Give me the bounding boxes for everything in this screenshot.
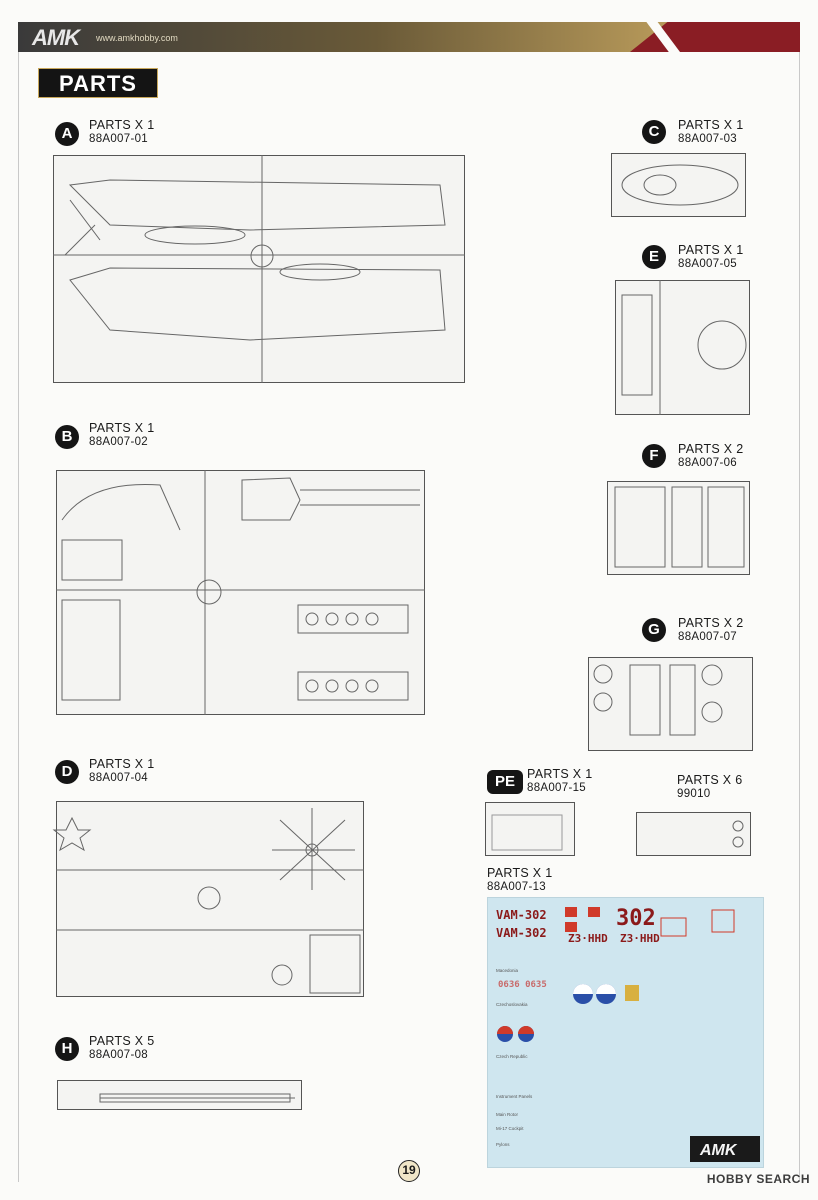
- sprue-a: [53, 155, 465, 383]
- part-badge-f: F: [642, 444, 666, 468]
- decal-reg-1: VAM-302: [496, 908, 547, 922]
- part-clear-code: 99010: [677, 788, 711, 800]
- part-f-qty: PARTS X 2: [678, 442, 744, 456]
- website-url: www.amkhobby.com: [96, 33, 178, 43]
- part-h-qty: PARTS X 5: [89, 1034, 155, 1048]
- part-badge-a: A: [55, 122, 79, 146]
- part-b-code: 88A007-02: [89, 436, 148, 448]
- decal-serials: 0636 0635: [498, 980, 547, 990]
- decal-label-czech: Czech Republic: [496, 1054, 528, 1059]
- part-f-code: 88A007-06: [678, 457, 737, 469]
- sprue-pe: [485, 802, 575, 856]
- sprue-h: [57, 1080, 302, 1110]
- part-c-code: 88A007-03: [678, 133, 737, 145]
- part-badge-h: H: [55, 1037, 79, 1061]
- watermark: HOBBY SEARCH: [706, 1172, 810, 1186]
- part-b-qty: PARTS X 1: [89, 421, 155, 435]
- decal-qty: PARTS X 1: [487, 866, 553, 880]
- part-h-code: 88A007-08: [89, 1049, 148, 1061]
- decal-code-1: Z3·HHD: [568, 932, 608, 945]
- part-e-code: 88A007-05: [678, 258, 737, 270]
- decal-label-panels: Instrument Panels: [496, 1094, 533, 1099]
- header-bar: [18, 22, 800, 52]
- page-number: 19: [398, 1160, 420, 1182]
- sprue-f: [607, 481, 750, 575]
- part-e-qty: PARTS X 1: [678, 243, 744, 257]
- decal-sheet: VAM-302 VAM-302 302 Z3·HHD Z3·HHD 0636 0…: [487, 897, 764, 1168]
- part-clear-qty: PARTS X 6: [677, 773, 743, 787]
- part-a-qty: PARTS X 1: [89, 118, 155, 132]
- part-pe-qty: PARTS X 1: [527, 767, 593, 781]
- section-title: PARTS: [38, 68, 158, 98]
- sprue-e: [615, 280, 750, 415]
- part-d-code: 88A007-04: [89, 772, 148, 784]
- sprue-g: [588, 657, 753, 751]
- part-pe-code: 88A007-15: [527, 782, 586, 794]
- page-frame: [18, 52, 800, 1182]
- decal-reg-2: VAM-302: [496, 926, 547, 940]
- decal-label-rotor: Main Rotor: [496, 1112, 519, 1117]
- part-g-qty: PARTS X 2: [678, 616, 744, 630]
- decal-code: 88A007-13: [487, 881, 546, 893]
- part-d-qty: PARTS X 1: [89, 757, 155, 771]
- sprue-clear: [636, 812, 751, 856]
- part-badge-c: C: [642, 120, 666, 144]
- sprue-d: [56, 801, 364, 997]
- part-badge-g: G: [642, 618, 666, 642]
- decal-label-czechoslovakia: Czechoslovakia: [496, 1002, 528, 1007]
- part-badge-pe: PE: [487, 770, 523, 794]
- decal-code-2: Z3·HHD: [620, 932, 660, 945]
- part-g-code: 88A007-07: [678, 631, 737, 643]
- decal-label-cockpit: Mi-17 Cockpit: [496, 1126, 524, 1131]
- part-c-qty: PARTS X 1: [678, 118, 744, 132]
- decal-label-macedonia: Macedonia: [496, 968, 519, 973]
- brand-logo: AMK: [32, 25, 80, 50]
- part-badge-b: B: [55, 425, 79, 449]
- part-badge-e: E: [642, 245, 666, 269]
- part-a-code: 88A007-01: [89, 133, 148, 145]
- sprue-b: [56, 470, 425, 715]
- sprue-c: [611, 153, 746, 217]
- decal-label-pylons: Pylons: [496, 1142, 510, 1147]
- header-gradient: [18, 22, 668, 52]
- decal-number: 302: [616, 906, 656, 931]
- part-badge-d: D: [55, 760, 79, 784]
